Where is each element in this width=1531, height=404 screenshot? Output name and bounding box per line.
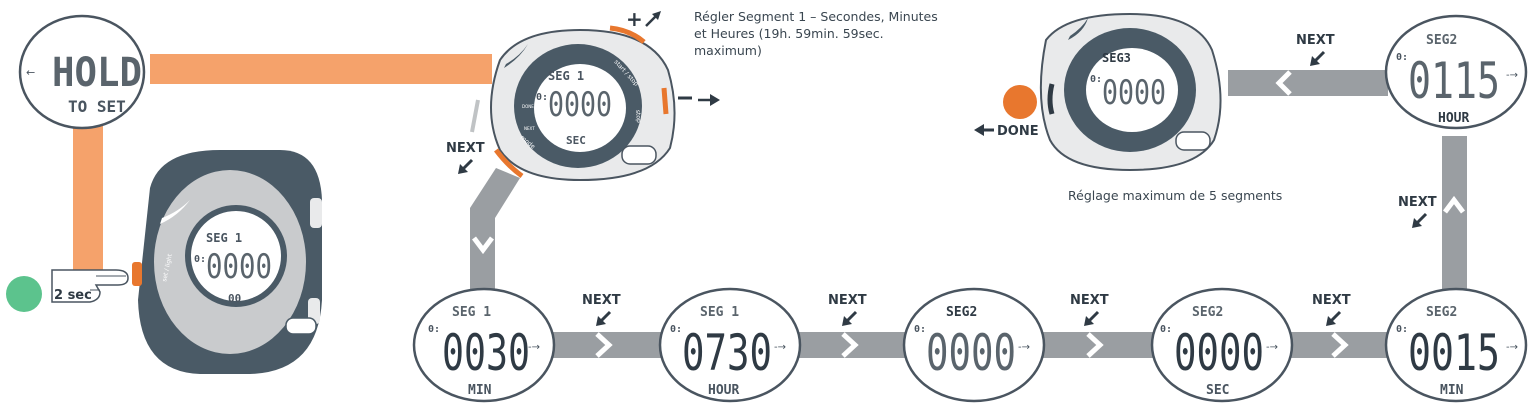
hand-icon <box>51 269 129 303</box>
right-watch-hour: 0: <box>1090 74 1102 85</box>
next-label-7: NEXT <box>1296 33 1335 66</box>
svg-text:HOUR: HOUR <box>708 383 739 398</box>
gray-path <box>470 70 1467 358</box>
screen-s4: SEG2 0: 0000 SEC -→ <box>1150 287 1294 403</box>
svg-text:NEXT: NEXT <box>828 293 867 308</box>
svg-text:MIN: MIN <box>1440 383 1464 398</box>
svg-text:MIN: MIN <box>468 383 492 398</box>
svg-text:SEG2: SEG2 <box>946 305 977 320</box>
svg-text:SEG2: SEG2 <box>1192 305 1223 320</box>
main-watch-hour: 0: <box>194 254 206 265</box>
main-watch-set-button[interactable] <box>132 262 142 286</box>
svg-text:NEXT: NEXT <box>1398 195 1437 210</box>
top-watch-seg: SEG 1 <box>548 69 584 83</box>
done-arrow-icon <box>974 124 994 136</box>
top-watch-digits: 0000 <box>548 85 612 125</box>
svg-text:SEG 1: SEG 1 <box>452 305 491 320</box>
svg-text:NEXT: NEXT <box>446 141 485 156</box>
next-label-1: NEXT <box>446 141 485 174</box>
svg-text:-→: -→ <box>774 342 786 353</box>
svg-text:-→: -→ <box>1018 342 1030 353</box>
right-watch-seg: SEG3 <box>1102 51 1131 65</box>
orange-dot-icon <box>1003 85 1037 119</box>
svg-text:SEG 1: SEG 1 <box>700 305 739 320</box>
minus-arrow-icon <box>678 94 720 106</box>
svg-text:NEXT: NEXT <box>1296 33 1335 48</box>
main-watch: SEG 1 0: 0000 00 set / light <box>132 150 322 374</box>
next-label-2: NEXT <box>582 293 621 326</box>
next-label-4: NEXT <box>1070 293 1109 326</box>
next-label-3: NEXT <box>828 293 867 326</box>
svg-text:0730: 0730 <box>682 324 772 382</box>
top-watch-bottom: SEC <box>566 134 586 147</box>
svg-text:SEG2: SEG2 <box>1426 305 1457 320</box>
svg-text:0:: 0: <box>1160 324 1172 335</box>
svg-text:0:: 0: <box>1396 324 1408 335</box>
right-watch-done-button[interactable] <box>1047 83 1055 115</box>
next-label-5: NEXT <box>1312 293 1351 326</box>
to-set-text: TO SET <box>68 97 126 116</box>
orange-path <box>73 54 492 280</box>
svg-text:-→: -→ <box>528 342 540 353</box>
top-watch-minus-button[interactable] <box>661 87 669 115</box>
max-segments-note: Réglage maximum de 5 segments <box>1068 188 1282 203</box>
svg-text:0:: 0: <box>1396 52 1408 63</box>
svg-text:0:: 0: <box>670 324 682 335</box>
top-watch-stop-label: stop <box>634 110 642 124</box>
nike-swoosh-icon <box>160 200 190 224</box>
svg-text:NEXT: NEXT <box>582 293 621 308</box>
top-watch-plus-button[interactable] <box>609 25 646 44</box>
svg-text:0115: 0115 <box>1408 52 1500 110</box>
svg-text:0015: 0015 <box>1408 324 1500 382</box>
svg-text:0:: 0: <box>428 324 440 335</box>
svg-text:-→: -→ <box>1506 342 1518 353</box>
top-watch-done-small: DONE <box>522 104 534 109</box>
svg-text:NEXT: NEXT <box>1312 293 1351 308</box>
screen-s3: SEG2 0: 0000 -→ <box>902 287 1046 403</box>
duration-label: 2 sec <box>54 288 92 303</box>
top-watch: SEG 1 0: 0000 SEC DONE NEXT start / stop… <box>470 25 676 182</box>
right-watch-digits: 0000 <box>1102 73 1166 113</box>
screen-s2: SEG 1 0: 0730 HOUR -→ <box>658 287 802 403</box>
top-watch-mode-button[interactable] <box>494 148 524 179</box>
svg-text:-→: -→ <box>1266 342 1278 353</box>
svg-text:0030: 0030 <box>442 324 530 382</box>
svg-text:SEG2: SEG2 <box>1426 33 1457 48</box>
right-watch: SEG3 0: 0000 <box>1039 12 1222 172</box>
plus-arrow-icon: + <box>626 7 661 31</box>
screen-s1: SEG 1 0: 0030 MIN -→ <box>412 287 556 403</box>
path-chevrons <box>472 70 1465 358</box>
main-watch-digits: 0000 <box>206 247 272 287</box>
green-dot-icon <box>6 276 42 312</box>
svg-text:←: ← <box>26 66 35 79</box>
screen-s5: SEG2 0: 0015 MIN -→ <box>1384 287 1528 403</box>
main-watch-bottom: 00 <box>228 292 241 305</box>
svg-text:0000: 0000 <box>1174 324 1264 382</box>
next-label-6: NEXT <box>1398 195 1437 228</box>
svg-text:+: + <box>626 7 643 31</box>
svg-text:-→: -→ <box>1506 70 1518 81</box>
hold-text: HOLD <box>52 50 142 96</box>
svg-text:HOUR: HOUR <box>1438 111 1469 126</box>
right-watch-swoosh-icon <box>1068 18 1088 40</box>
main-watch-seg: SEG 1 <box>206 231 242 245</box>
svg-text:SEC: SEC <box>1206 383 1229 398</box>
top-watch-next-small: NEXT <box>524 126 535 131</box>
svg-text:0000: 0000 <box>926 324 1016 382</box>
top-watch-hour: 0: <box>536 92 548 103</box>
instruction-note: Régler Segment 1 – Secondes, Minutes et … <box>694 9 938 58</box>
done-label: DONE <box>997 124 1039 139</box>
top-watch-swoosh-icon <box>504 44 528 68</box>
svg-text:0:: 0: <box>914 324 926 335</box>
svg-text:NEXT: NEXT <box>1070 293 1109 308</box>
hold-to-set-screen: ← HOLD TO SET <box>18 14 146 130</box>
screen-s6: SEG2 0: 0115 HOUR -→ <box>1384 14 1528 130</box>
